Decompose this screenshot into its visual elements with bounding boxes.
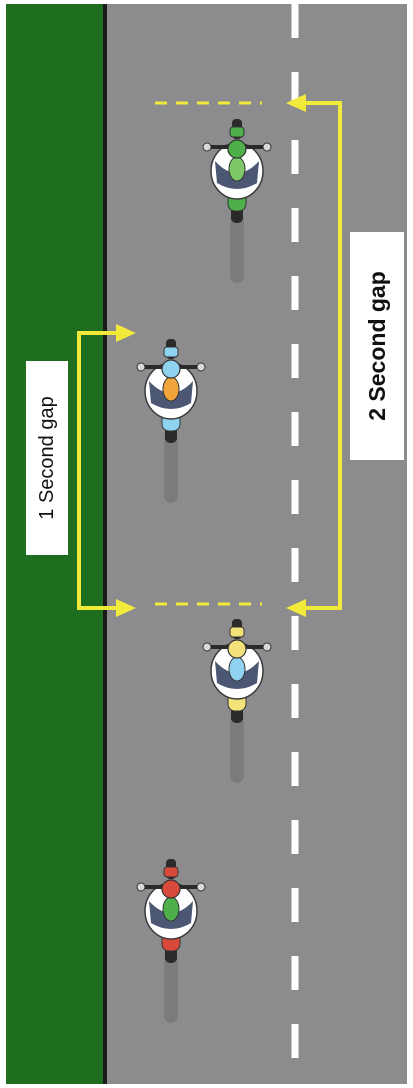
two-second-gap-text: 2 Second gap — [364, 271, 390, 421]
fuel-tank — [163, 897, 179, 921]
front-fender — [164, 867, 178, 877]
shadow-trail — [230, 213, 244, 283]
mirror-left — [137, 363, 145, 371]
helmet — [228, 140, 246, 158]
mirror-right — [263, 643, 271, 651]
shadow-trail — [164, 433, 178, 503]
mirror-left — [203, 143, 211, 151]
helmet — [162, 360, 180, 378]
fuel-tank — [229, 657, 245, 681]
front-fender — [230, 627, 244, 637]
one-second-gap-label: 1 Second gap — [26, 361, 68, 555]
road-edge-line — [103, 4, 107, 1084]
helmet — [228, 640, 246, 658]
two-second-gap-label: 2 Second gap — [350, 232, 404, 460]
mirror-right — [197, 883, 205, 891]
mirror-left — [137, 883, 145, 891]
front-fender — [164, 347, 178, 357]
mirror-left — [203, 643, 211, 651]
mirror-right — [197, 363, 205, 371]
front-fender — [230, 127, 244, 137]
fuel-tank — [163, 377, 179, 401]
fuel-tank — [229, 157, 245, 181]
shadow-trail — [230, 713, 244, 783]
one-second-gap-text: 1 Second gap — [36, 396, 58, 519]
shadow-trail — [164, 953, 178, 1023]
helmet — [162, 880, 180, 898]
mirror-right — [263, 143, 271, 151]
